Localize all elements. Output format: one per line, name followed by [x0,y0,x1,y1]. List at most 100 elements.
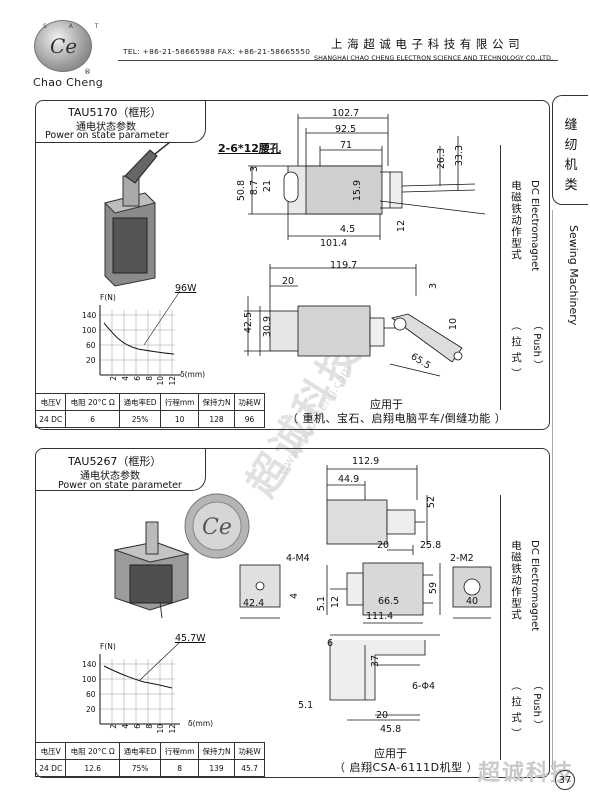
section-1-product-photo [104,141,171,287]
x-tick: 12 [168,724,177,734]
dim: 45.8 [380,724,402,735]
dim: 37 [370,655,381,668]
company-name-en: SHANGHAI CHAO CHENG ELECTRON SCIENCE AND… [314,55,554,62]
section-2-callout-holes: 6-Φ4 [412,681,435,692]
dim: 101.4 [320,238,348,249]
x-tick: 10 [156,376,165,386]
dim: 30.9 [262,316,273,338]
registered-mark: ® [84,68,91,76]
logo-mark: Ce [50,34,78,58]
section-1-use-label: 应用于 [370,398,403,411]
section-1-side-cn: 电磁铁动作型式 [510,180,522,261]
dim: 111.4 [366,611,394,622]
dim: 4.5 [340,224,356,235]
dim: 8.7 [249,180,260,196]
dim: 25.8 [420,540,442,551]
table-row: 24 DC 6 25% 10 128 96 [34,410,265,428]
x-tick: 6 [133,724,142,729]
table-header: 电压V [34,393,67,411]
logo-letters: S A T [43,23,109,30]
dim: 50.8 [236,180,247,202]
dim: 44.9 [338,474,360,485]
dim: 20 [376,710,389,721]
section-1-technical-drawing [244,114,486,377]
category-tab [552,95,588,205]
dim: 119.7 [330,260,358,271]
section-2-use-text: （ 启翔CSA-6111D机型 ） [334,761,479,774]
section-1-subtitle-cn: 通电状态参数 [76,122,136,133]
table-cell: 139 [197,759,236,777]
coin-logo-icon: Ce [184,493,250,559]
section-2-spec-table: 电压V 电阻 20°C Ω 通电率ED 行程mm 保持力N 功耗W 24 DC … [34,742,265,777]
section-2-callout-m4: 4-M4 [286,553,310,564]
table-header: 电阻 20°C Ω [65,393,120,411]
section-1-chart-power: 96W [175,283,197,294]
section-2-chart-power: 45.7W [175,633,206,644]
section-1-sidebar [500,145,550,410]
dim: 3 [428,283,439,290]
svg-text:Ce: Ce [202,515,232,540]
table-header: 功耗W [234,393,265,411]
section-2-side-cn: 电磁铁动作型式 [510,540,522,621]
x-tick: 8 [145,724,154,729]
section-1-model: TAU5170（框形） [68,106,162,119]
y-tick: 140 [82,311,97,320]
dim: 6 [327,638,334,649]
dim: 21 [262,180,273,193]
table-header: 行程mm [160,742,199,760]
table-header: 行程mm [160,393,199,411]
table-cell: 8 [160,759,199,777]
table-row: 24 DC 12.6 75% 8 139 45.7 [34,759,265,777]
y-tick: 100 [82,326,97,335]
contact-info: TEL: +86-21-58665988 FAX: +86-21-5866555… [123,47,311,56]
y-tick: 100 [82,675,97,684]
table-cell: 45.7 [234,759,265,777]
table-cell: 75% [118,759,162,777]
table-cell: 96 [234,410,265,428]
x-tick: 2 [109,376,118,381]
section-1-title-box [36,101,206,143]
section-1-use-text: （ 重机、宝石、启翔电脑平车/倒缝功能 ） [287,412,507,425]
dim: 15.9 [352,180,363,202]
dim: 5.1 [298,700,314,711]
section-2-force-chart [99,641,181,725]
section-2-model: TAU5267（框形） [68,455,162,468]
section-1-chart-ylabel: F(N) [100,293,116,302]
table-header: 电阻 20°C Ω [65,742,120,760]
dim: 42.4 [243,598,265,609]
product-section-2 [35,448,550,778]
page-number: 37 [555,770,575,790]
section-2-side-push: （ Push ） [531,680,542,731]
section-1-subtitle-en: Power on state parameter [45,130,169,141]
section-2-subtitle-cn: 通电状态参数 [80,471,140,482]
dim: 5.1 [316,596,327,612]
table-cell: 10 [160,410,199,428]
dim: 3 [249,166,260,173]
table-header-row: 电压V 电阻 20°C Ω 通电率ED 行程mm 保持力N 功耗W [34,393,265,411]
x-tick: 4 [121,376,130,381]
section-1-spec-table: 电压V 电阻 20°C Ω 通电率ED 行程mm 保持力N 功耗W 24 DC … [34,393,265,428]
y-tick: 20 [86,705,96,714]
dim: 42.5 [243,312,254,334]
section-1-side-push-cn: （ 拉 式 ） [510,320,522,380]
section-2-use-label: 应用于 [374,747,407,760]
section-1-side-push: （ Push ） [531,320,542,371]
y-tick: 60 [86,341,96,350]
y-tick: 140 [82,660,97,669]
section-2-callout-m2: 2-M2 [450,553,474,564]
dim: 112.9 [352,456,380,467]
dim: 20 [282,276,295,287]
y-tick: 20 [86,356,96,365]
section-1-force-chart [99,290,181,376]
section-2-technical-drawing [239,465,492,721]
section-1-chart-xlabel: δ(mm) [180,370,206,379]
table-cell: 6 [65,410,120,428]
dim: 102.7 [332,108,360,119]
section-1-callout-slot: 2-6*12腰孔 [218,142,281,155]
right-divider [552,210,553,770]
x-tick: 8 [145,376,154,381]
table-cell: 25% [118,410,162,428]
table-cell: 24 DC [34,410,67,428]
section-2-sidebar [500,495,550,760]
x-tick: 6 [133,376,142,381]
